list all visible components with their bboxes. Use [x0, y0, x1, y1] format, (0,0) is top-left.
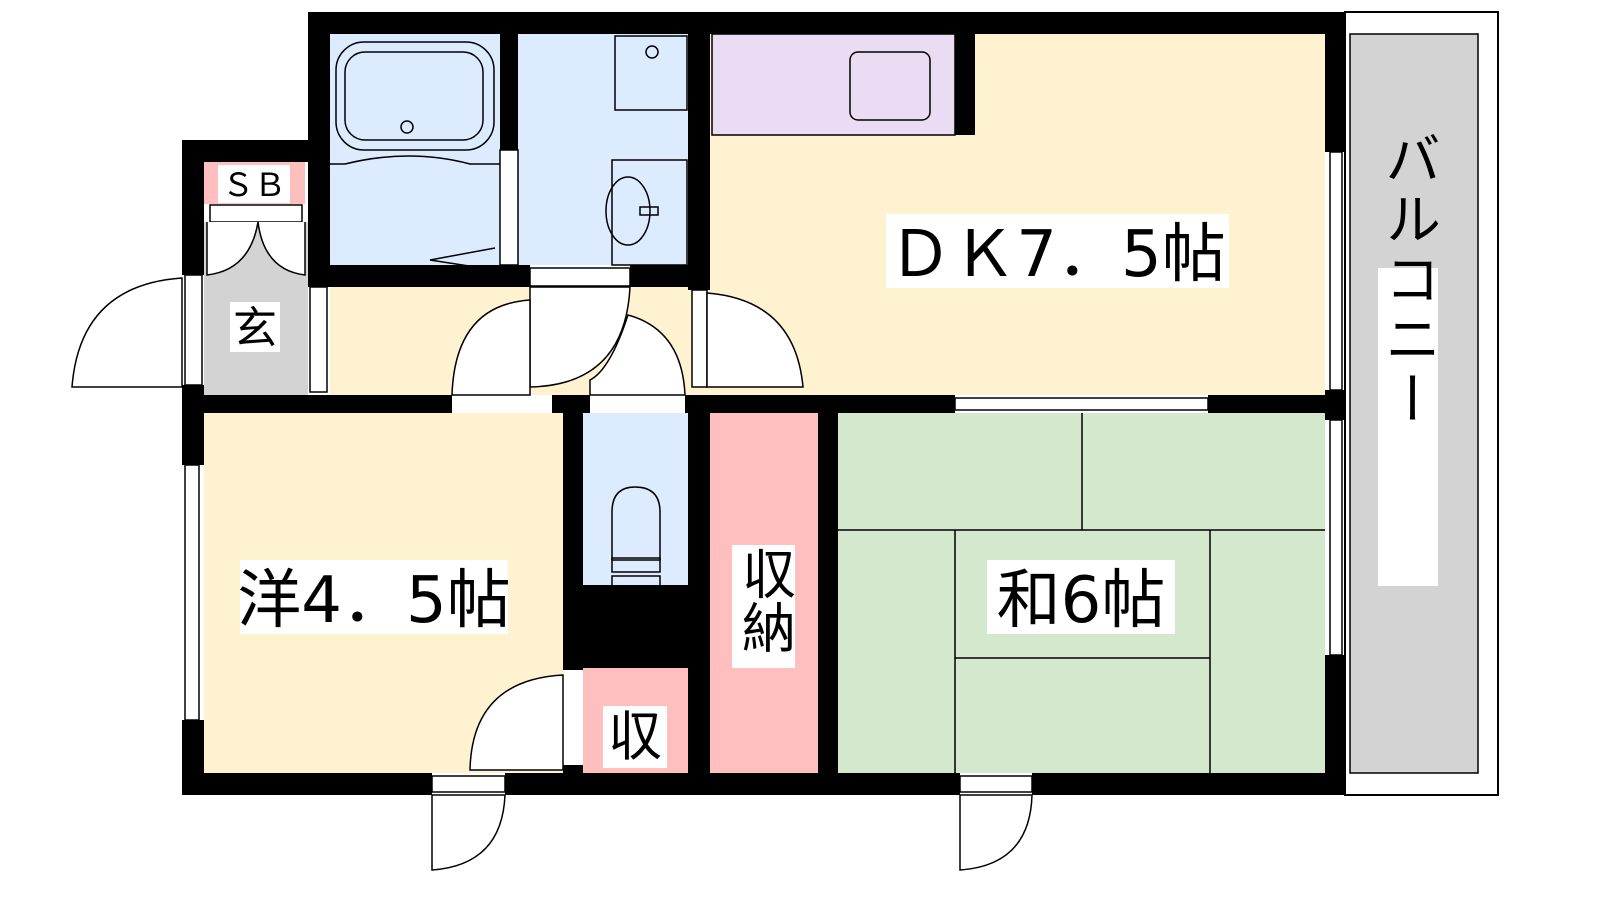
balcony [1344, 11, 1499, 796]
room-label-western: 洋4．5帖 [237, 564, 510, 638]
toilet-floor [583, 413, 688, 585]
shoe-box-label: ＳＢ [222, 166, 286, 204]
walls [182, 12, 1345, 795]
toilet-icon [611, 486, 661, 587]
tatami-lines [838, 413, 1325, 773]
kitchen-counter [711, 33, 956, 136]
room-label-entrance: 玄 [233, 303, 277, 354]
washroom-floor [518, 34, 688, 265]
room-label-storage: 収納 [733, 546, 796, 654]
room-label-closet: 収 [608, 705, 662, 768]
balcony-label: バルコニー [1376, 130, 1441, 430]
sink-icon [849, 51, 931, 121]
doors-windows [71, 149, 1343, 871]
room-label-dk: ＤＫ7．5帖 [888, 218, 1225, 292]
room-label-japanese: 和6帖 [997, 564, 1166, 638]
